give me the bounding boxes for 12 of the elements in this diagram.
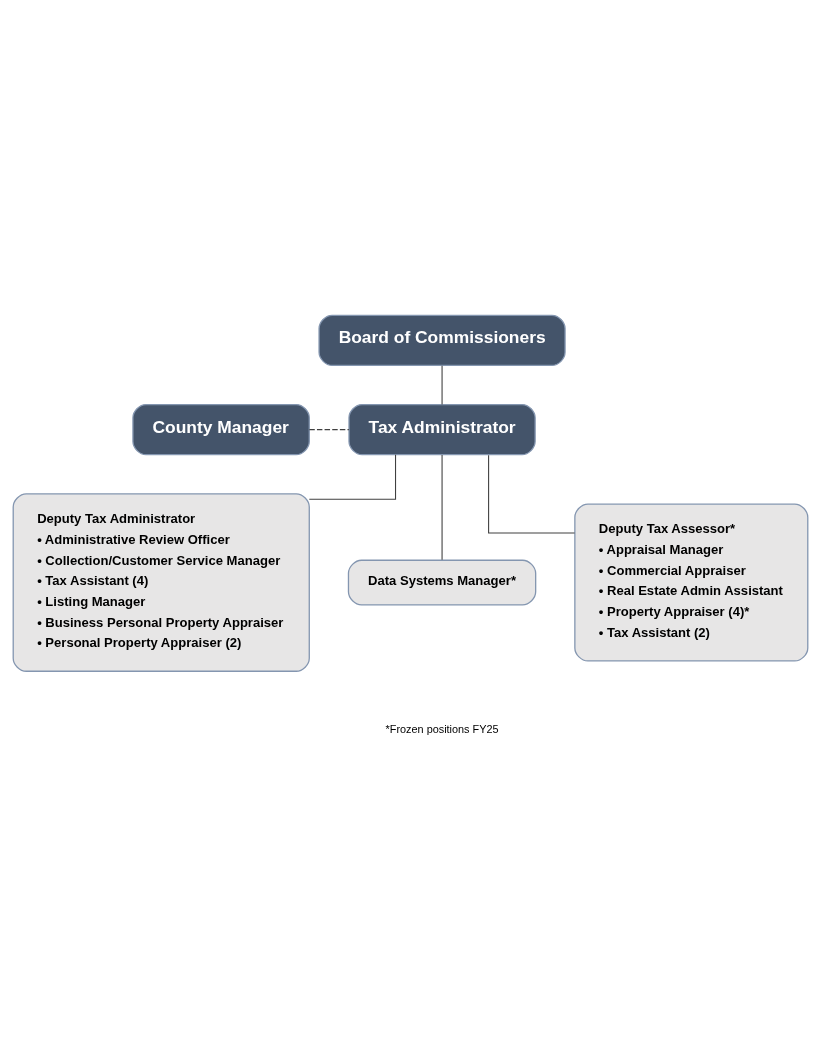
node-box: Deputy Tax Assessor* • Appraisal Manager • Commercial Appraiser • Real Estate Admin Assistant • Property Appraiser (4)* • Tax Assistant (2) <box>574 503 809 662</box>
connector <box>441 453 443 560</box>
label: *Frozen positions FY25 <box>385 722 499 735</box>
connector <box>308 428 350 430</box>
node-box: County Manager <box>132 403 310 455</box>
connector <box>308 453 397 500</box>
node-box: Deputy Tax Administrator • Administrative Review Officer • Collection/Customer Service Manager • Tax Assistant (4) • Listing Manager • Business Personal Property Appraiser • Personal Property Appraiser (2) <box>12 492 310 672</box>
connector <box>488 454 576 534</box>
node-box: Board of Commissioners <box>318 314 566 366</box>
connector <box>441 364 443 405</box>
node-box: Data Systems Manager* <box>347 559 537 606</box>
node-box: Tax Administrator <box>348 403 536 455</box>
